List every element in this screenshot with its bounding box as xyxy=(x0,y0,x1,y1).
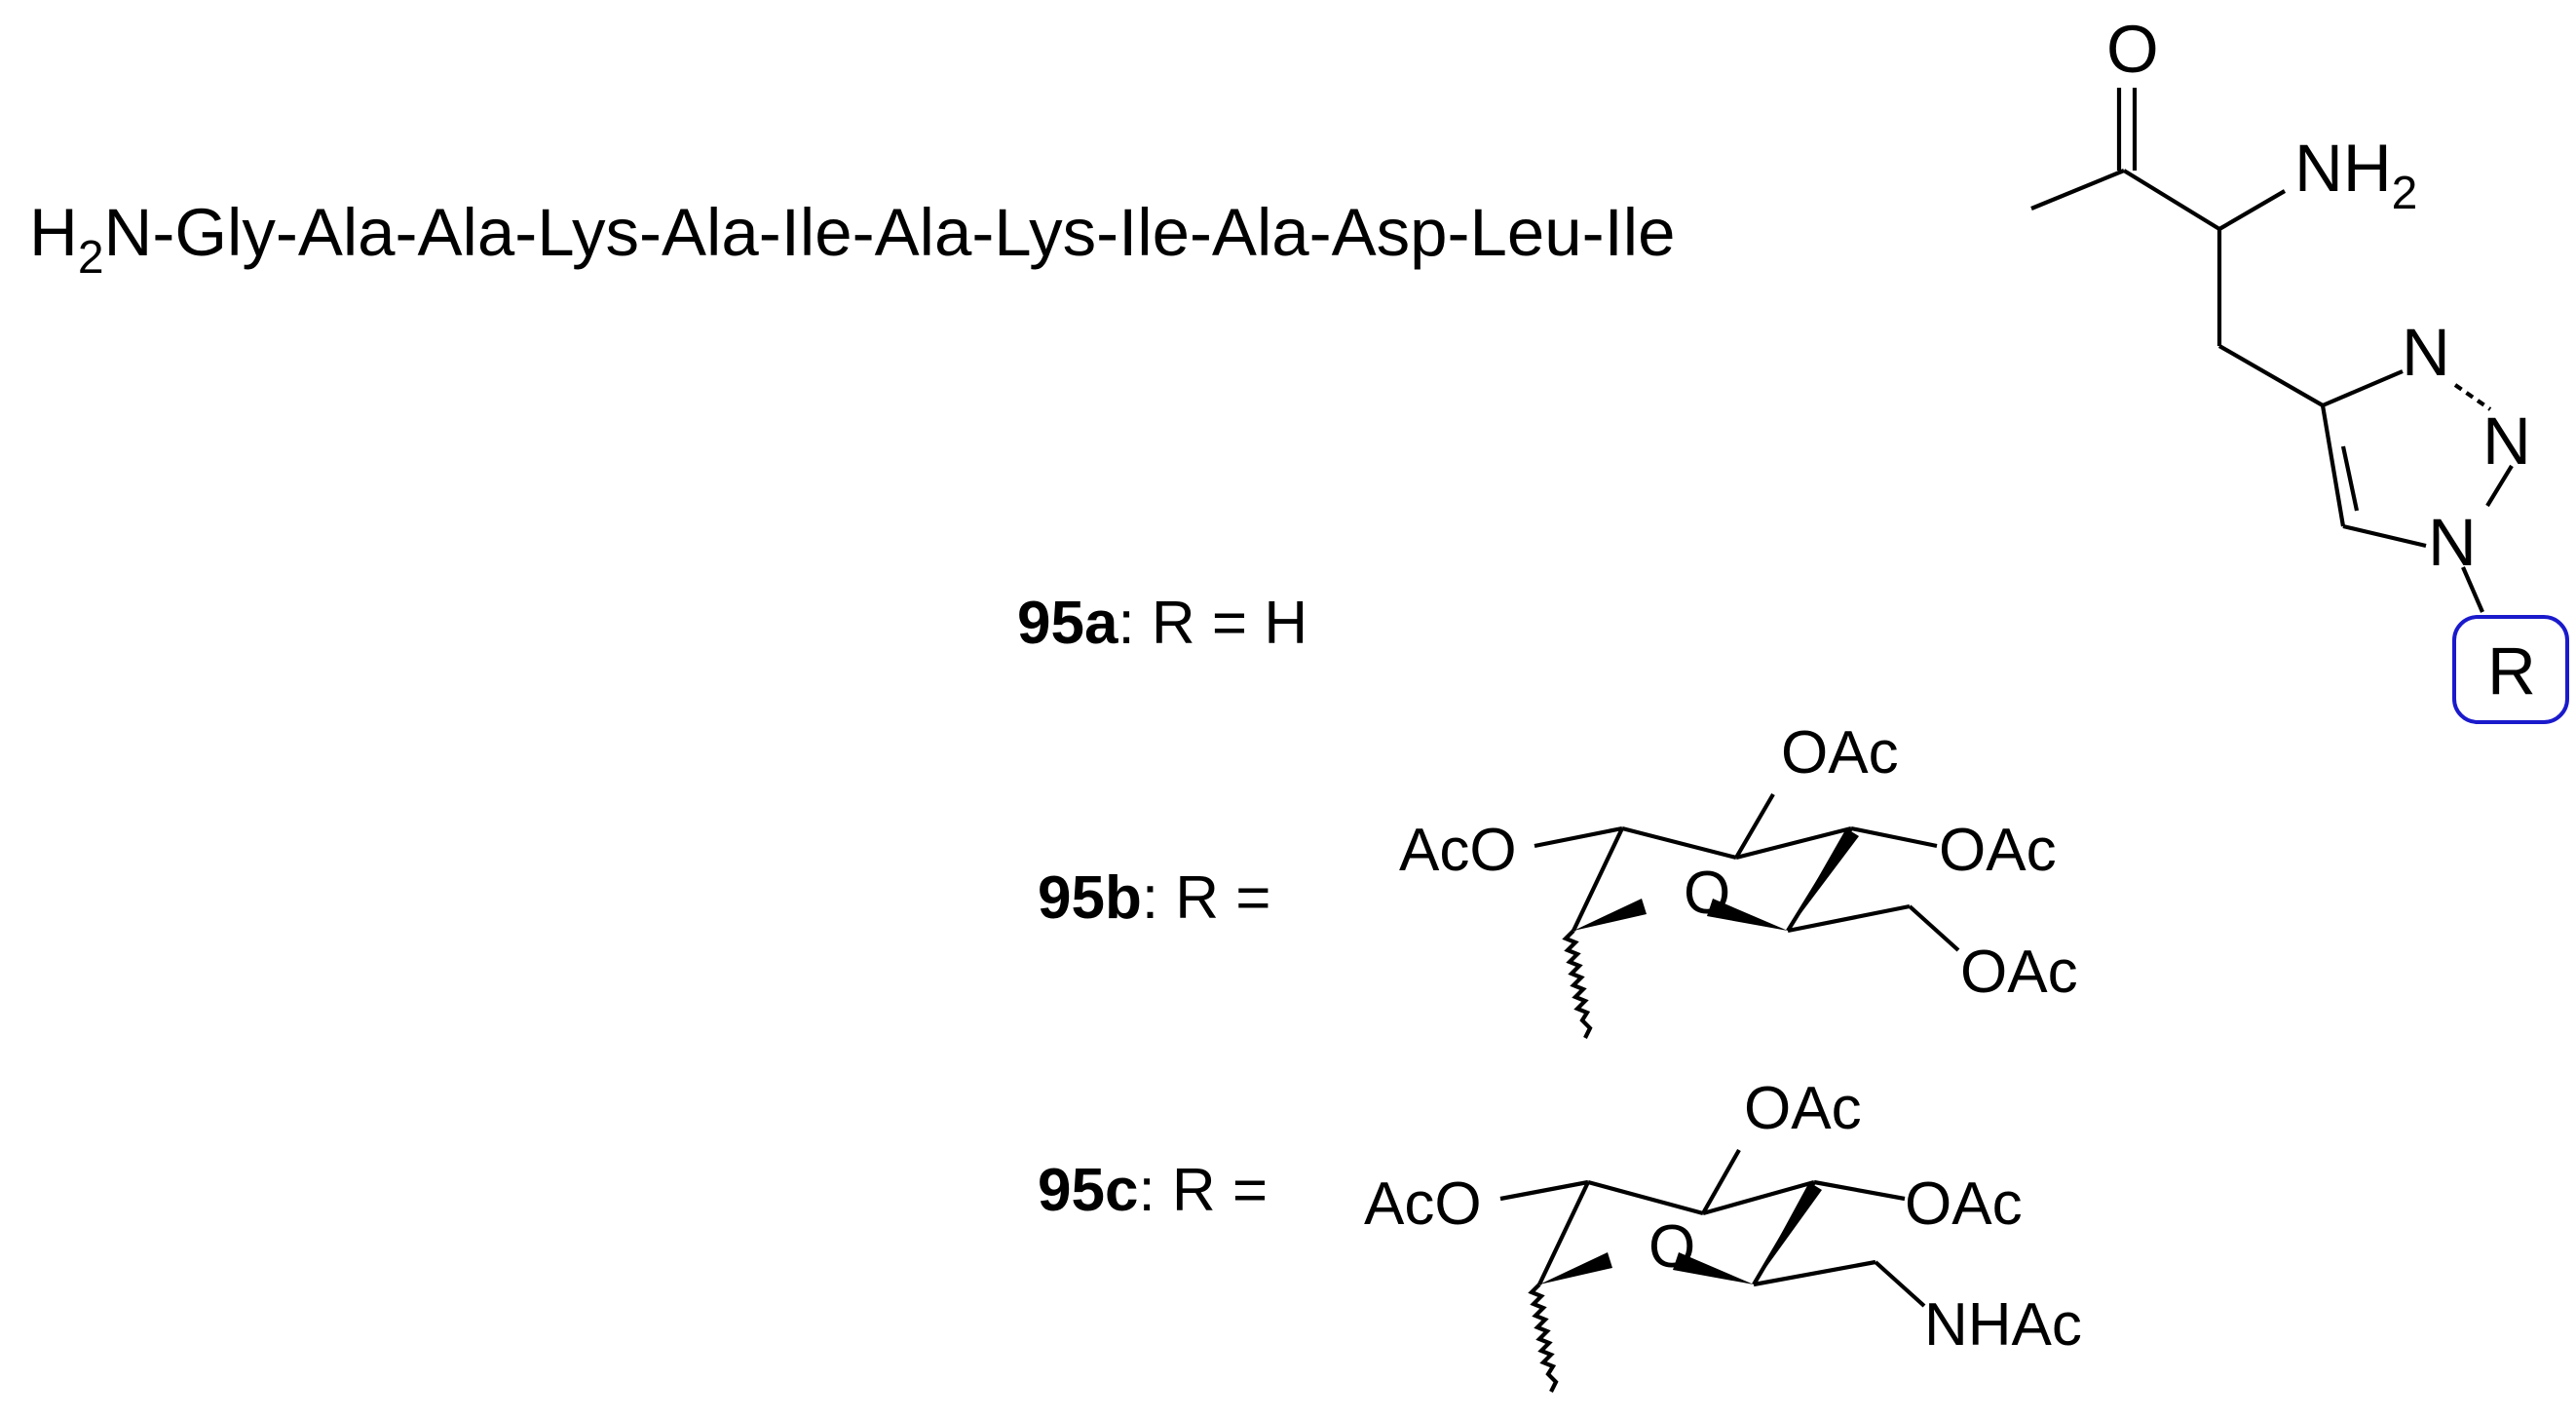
triazole-n2: N xyxy=(2482,403,2531,479)
compound-95a: 95a: R = H xyxy=(1017,590,1307,657)
compound-95c: 95c: R = xyxy=(1038,1157,1268,1224)
r-group-label: R xyxy=(2487,633,2536,709)
side-chain-bonds xyxy=(2030,88,2514,613)
sugar-95c-nhac-c6: NHAc xyxy=(1924,1291,2082,1359)
carbonyl-oxygen: O xyxy=(2106,12,2159,87)
sugar-95c-ring-oxygen: O xyxy=(1648,1213,1695,1281)
triazole-n1: N xyxy=(2428,505,2477,580)
sugar-95b-oac-c6: OAc xyxy=(1960,939,2078,1006)
sugar-95b-oac-c2: OAc xyxy=(1781,719,1899,786)
sugar-95c-oac-c3: OAc xyxy=(1905,1170,2023,1238)
sugar-95c-acO-c1: AcO xyxy=(1364,1170,1482,1238)
sugar-95c-structure xyxy=(1499,1148,1926,1393)
compound-95b: 95b: R = xyxy=(1038,864,1271,932)
sugar-95b-acO-c1: AcO xyxy=(1399,817,1517,884)
triazole-n3: N xyxy=(2402,315,2450,390)
sugar-95b-oac-c3: OAc xyxy=(1939,817,2057,884)
sugar-95c-oac-c2: OAc xyxy=(1744,1075,1862,1142)
peptide-sequence: H2N-Gly-Ala-Ala-Lys-Ala-Ile-Ala-Lys-Ile-… xyxy=(29,195,1676,284)
sugar-95b-ring-oxygen: O xyxy=(1684,860,1730,927)
r-group-highlight-box xyxy=(2452,615,2569,724)
sugar-95b-structure xyxy=(1534,792,1960,1039)
amine-group: NH2 xyxy=(2294,131,2417,219)
